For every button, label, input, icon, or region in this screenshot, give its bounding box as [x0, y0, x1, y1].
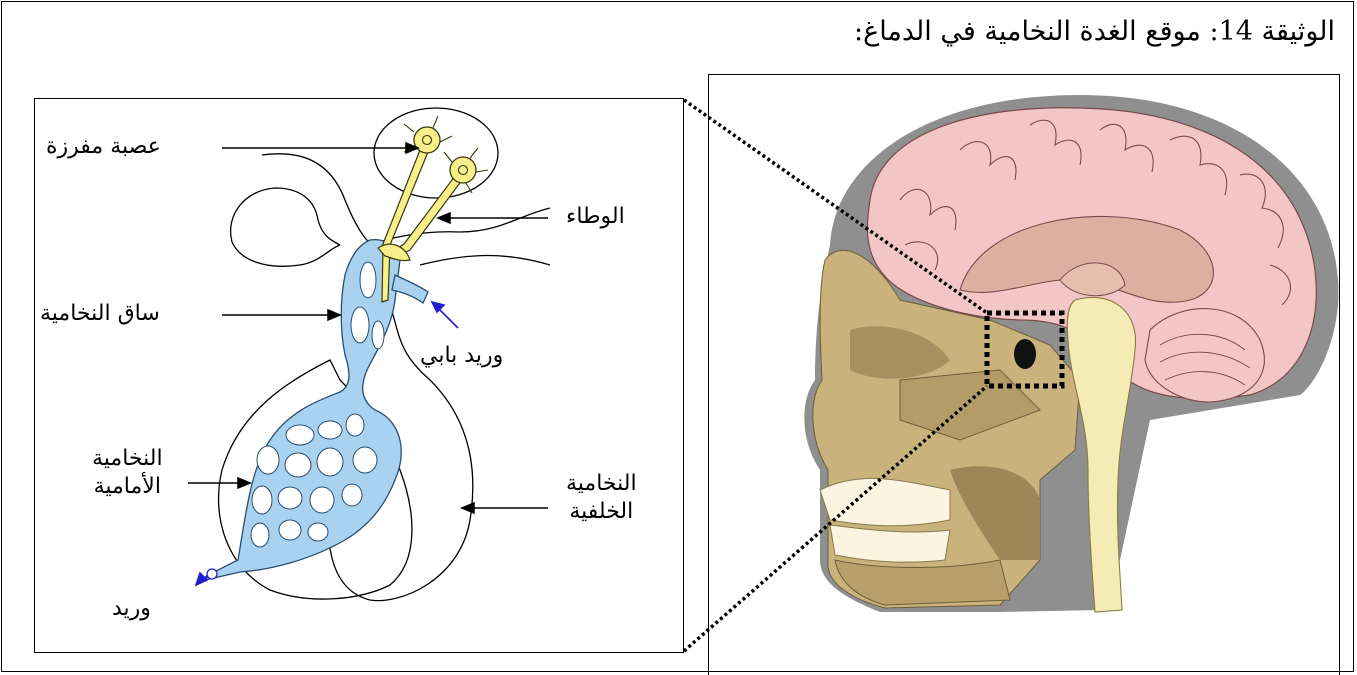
label-posterior-line2: الخلفية — [566, 498, 637, 526]
neuron-body-1 — [414, 127, 440, 153]
label-posterior-pituitary: النخامية الخلفية — [566, 470, 637, 525]
optic-region — [232, 242, 340, 266]
label-posterior-line1: النخامية — [566, 470, 637, 498]
pituitary-gland — [1014, 339, 1036, 369]
vein-outlet — [207, 569, 217, 579]
label-portal-vein: وريد بابي — [420, 342, 503, 370]
label-anterior-pituitary: النخامية الأمامية — [92, 445, 163, 500]
label-hypothalamus: الوطاء — [566, 203, 625, 231]
neuron-body-2 — [450, 157, 476, 183]
third-ventricle — [231, 188, 340, 245]
label-anterior-line1: النخامية — [92, 445, 163, 473]
label-secretory-neuron: عصبة مفرزة — [46, 133, 161, 161]
label-pituitary-stalk: ساق النخامية — [40, 300, 160, 328]
portal-vein-branch — [392, 275, 428, 303]
hypothalamus-outline — [262, 154, 372, 245]
label-anterior-line2: الأمامية — [92, 473, 163, 501]
axon-2 — [392, 172, 465, 258]
label-vein: وريد — [112, 595, 151, 623]
hypothalamus-right-line — [420, 256, 550, 265]
head-illustration — [804, 95, 1338, 612]
